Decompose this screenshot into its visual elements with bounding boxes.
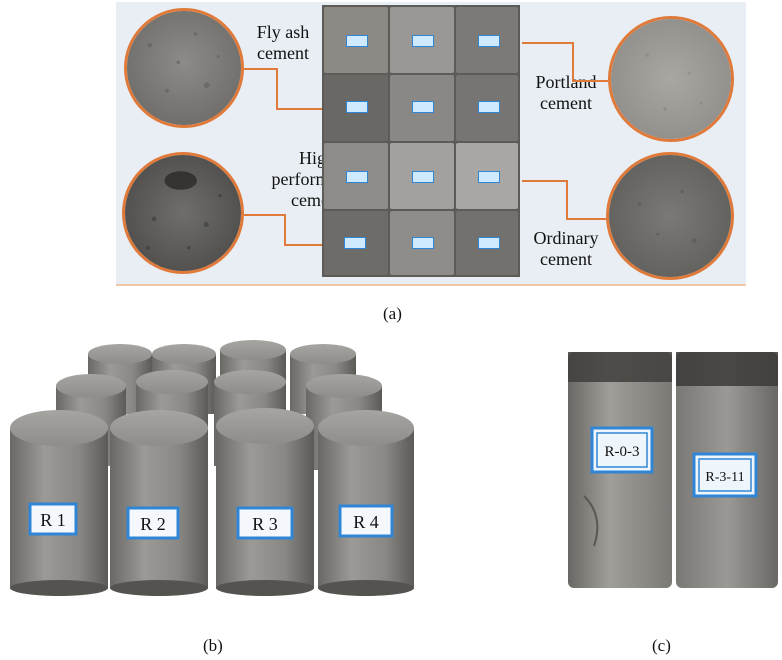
- fly-ash-connector: [276, 108, 346, 110]
- high-performance-connector: [284, 214, 286, 246]
- specimen-tag: [412, 35, 434, 47]
- ordinary-cement-label: Ordinary cement: [533, 228, 599, 269]
- portland-connector: [572, 42, 574, 82]
- caption-b: (b): [203, 636, 223, 655]
- specimen-label-r2: R 2: [126, 506, 180, 540]
- ordinary-cement-photo: [606, 152, 734, 280]
- fly-ash-cement-label: Fly ash cement: [256, 22, 310, 63]
- svg-text:R 2: R 2: [140, 514, 166, 534]
- specimen-label-r3: R 3: [236, 506, 294, 540]
- specimen-tag: [478, 237, 500, 249]
- high-performance-cement-photo: [122, 152, 244, 274]
- caption-a: (a): [383, 304, 402, 323]
- svg-text:R 1: R 1: [40, 510, 66, 530]
- high-performance-connector: [244, 214, 286, 216]
- portland-connector: [522, 42, 574, 44]
- specimen-tag: [412, 237, 434, 249]
- cylindrical-specimens-photo: R 1 R 2 R 3 R 4: [10, 340, 414, 596]
- specimen-tag: [346, 101, 368, 113]
- ordinary-connector: [522, 180, 568, 182]
- tested-specimens-photo: R-0-3 R-3-11: [568, 352, 778, 588]
- specimen-tag: [346, 35, 368, 47]
- fly-ash-connector: [276, 68, 278, 110]
- specimen-tag: [478, 101, 500, 113]
- specimen-label-r4: R 4: [338, 504, 394, 538]
- specimen-tag: [412, 101, 434, 113]
- caption-c: (c): [652, 636, 671, 655]
- fly-ash-cement-photo: [124, 8, 244, 128]
- fly-ash-connector: [244, 68, 276, 70]
- cube-specimen-grid: [322, 5, 520, 277]
- svg-text:R-3-11: R-3-11: [705, 470, 744, 485]
- specimen-tag: [478, 35, 500, 47]
- specimen-label-r-3-11: R-3-11: [692, 452, 758, 498]
- specimen-label-r-0-3: R-0-3: [590, 426, 654, 474]
- svg-text:R-0-3: R-0-3: [605, 444, 640, 460]
- specimen-tag: [344, 237, 366, 249]
- specimen-tag: [412, 171, 434, 183]
- portland-connector: [572, 80, 608, 82]
- specimen-label-r1: R 1: [28, 502, 78, 536]
- svg-text:R 4: R 4: [353, 512, 379, 532]
- specimen-tag: [478, 171, 500, 183]
- ordinary-connector: [566, 180, 568, 220]
- high-performance-connector: [284, 244, 344, 246]
- svg-text:R 3: R 3: [252, 514, 278, 534]
- front-row-cylinders: [10, 408, 414, 596]
- specimen-tag: [346, 171, 368, 183]
- portland-cement-label: Portland cement: [535, 72, 597, 113]
- ordinary-connector: [566, 218, 608, 220]
- portland-cement-photo: [608, 16, 734, 142]
